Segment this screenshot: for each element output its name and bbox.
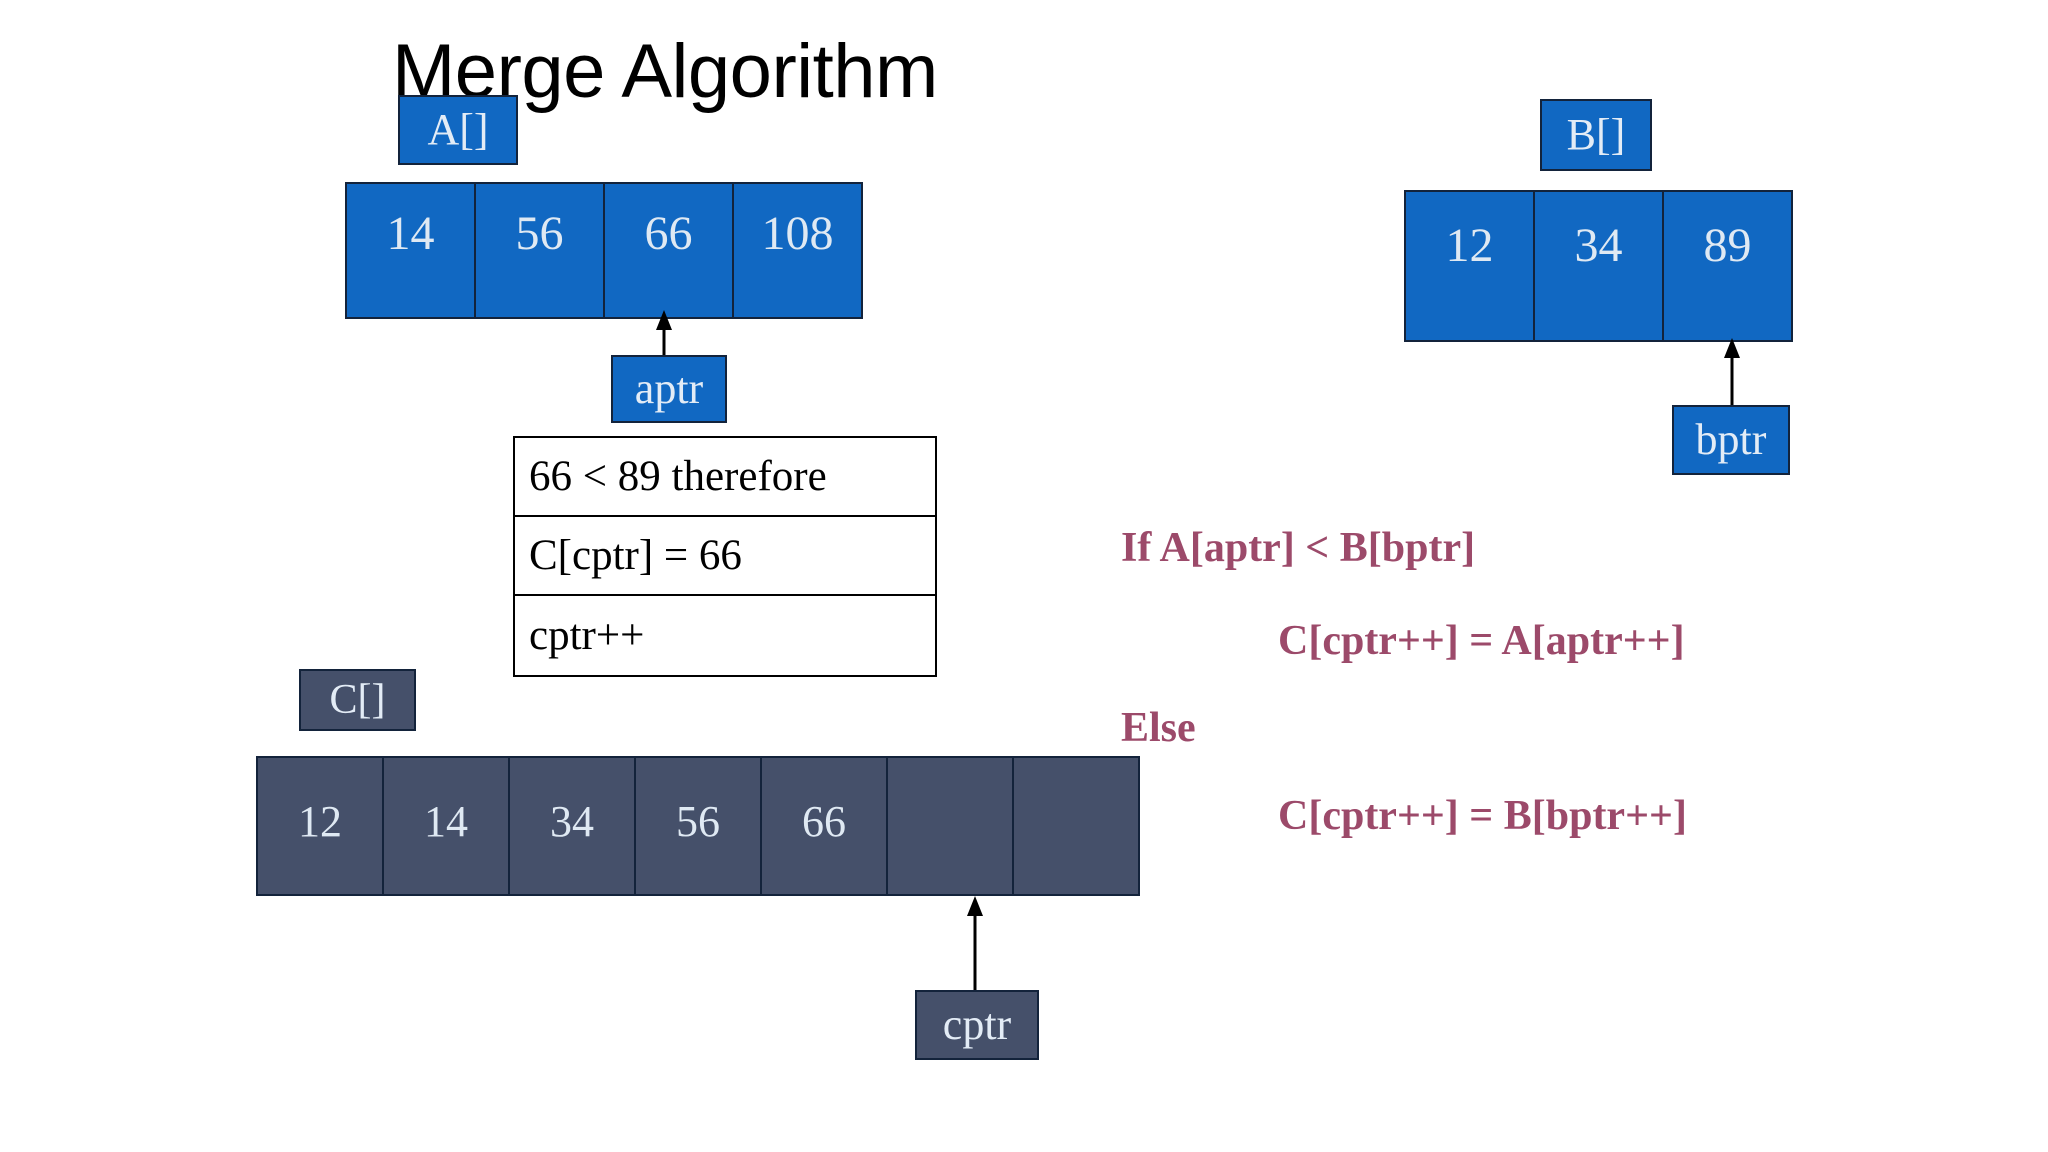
array-a-cell[interactable]: 66 [603, 182, 734, 319]
array-c-label: C[] [299, 669, 416, 731]
array-a-cell[interactable]: 56 [474, 182, 605, 319]
array-c-cell[interactable] [886, 756, 1014, 896]
pseudocode-if-line: If A[aptr] < B[bptr] [1121, 525, 1476, 571]
bptr-pointer-box[interactable]: bptr [1672, 405, 1790, 475]
array-a-cell[interactable]: 14 [345, 182, 476, 319]
array-a-cell[interactable]: 108 [732, 182, 863, 319]
fact-table-row: 66 < 89 therefore [515, 438, 935, 517]
array-c-cell[interactable] [1012, 756, 1140, 896]
array-a-label: A[] [398, 95, 518, 165]
array-a: 14 56 66 108 [345, 182, 863, 319]
array-b-cell[interactable]: 89 [1662, 190, 1793, 342]
array-b-cell[interactable]: 34 [1533, 190, 1664, 342]
bptr-arrow-icon [1724, 338, 1740, 410]
pseudocode-then-line: C[cptr++] = A[aptr++] [1278, 618, 1685, 664]
array-c-cell[interactable]: 12 [256, 756, 384, 896]
pseudocode-else-line: Else [1121, 705, 1196, 751]
pseudocode-else-body-line: C[cptr++] = B[bptr++] [1278, 793, 1687, 839]
array-c: 12 14 34 56 66 [256, 756, 1140, 896]
cptr-arrow-icon [967, 896, 983, 992]
array-c-cell[interactable]: 34 [508, 756, 636, 896]
aptr-pointer-box[interactable]: aptr [611, 355, 727, 423]
array-b-cell[interactable]: 12 [1404, 190, 1535, 342]
array-c-cell[interactable]: 56 [634, 756, 762, 896]
array-b-label: B[] [1540, 99, 1652, 171]
array-c-cell[interactable]: 14 [382, 756, 510, 896]
cptr-pointer-box[interactable]: cptr [915, 990, 1039, 1060]
fact-table: 66 < 89 therefore C[cptr] = 66 cptr++ [513, 436, 937, 677]
fact-table-row: cptr++ [529, 612, 645, 659]
array-b: 12 34 89 [1404, 190, 1793, 342]
fact-table-row: C[cptr] = 66 [515, 517, 935, 596]
array-c-cell[interactable]: 66 [760, 756, 888, 896]
